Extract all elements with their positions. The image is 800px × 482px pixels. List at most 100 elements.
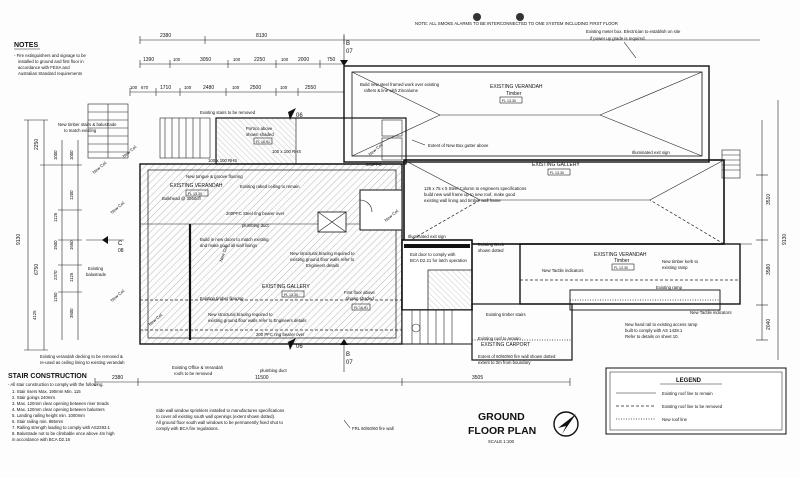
callout: existing wall lining and timber wall fra… <box>424 198 501 203</box>
dim-label: 2500 <box>250 85 261 91</box>
dim-label: 3050 <box>200 57 211 63</box>
svg-text:- All stair construction to co: - All stair construction to comply with … <box>8 382 104 387</box>
new-timber-stair <box>87 103 129 159</box>
dim-label: 2250 <box>254 57 265 63</box>
callout: Existing ramp <box>656 285 683 290</box>
dim-label: 2250 <box>34 139 40 150</box>
leader-line <box>623 41 637 59</box>
callout: comply with BCA fire regulations. <box>156 426 219 431</box>
callout: New hand rail to existing access ramp <box>625 322 698 327</box>
callout: New timber stairs & balustrade <box>58 122 117 127</box>
dim-label: 9130 <box>16 234 22 245</box>
notes-heading: NOTES <box>14 42 38 49</box>
callout: Illuminated exit sign <box>408 234 446 239</box>
callout: All ground floor south wall windows to b… <box>156 420 283 425</box>
stair-rule: 6. Stair railing min. 865mm <box>12 419 64 424</box>
callout: Exit door to comply with <box>410 252 456 257</box>
dim-label: 9130 <box>782 234 788 245</box>
callout: shown shaded <box>346 296 374 301</box>
callout: Extent of New Box gutter above <box>428 143 489 148</box>
callout: 200PFC <box>366 162 382 167</box>
legend-item: Existing roof line to be removed <box>662 404 723 409</box>
stair-rule: 5. Landing railing height min. 1000mm <box>12 413 85 418</box>
dim-label: 3505 <box>472 375 483 381</box>
dim-label: 1390 <box>143 57 154 63</box>
callout: roofs to be removed <box>174 371 213 376</box>
room-label-verandah-top: EXISTING VERANDAH Timber FL 13.30 <box>490 84 543 104</box>
dim-label: 1250 <box>53 292 58 302</box>
dim-label: 1000 <box>53 150 58 160</box>
callout: Existing <box>88 266 104 271</box>
stair-rule: in accordance with BCA D2.16 <box>12 437 71 442</box>
dim-label: 2370 <box>53 270 58 280</box>
callout: shown dotted <box>478 248 504 253</box>
dim-label: 100 <box>232 85 240 90</box>
callout: Portico above <box>246 126 273 131</box>
dim-label: 4125 <box>32 310 37 320</box>
legend: LEGEND Existing roof line to remain Exis… <box>605 367 787 435</box>
svg-text:B: B <box>346 352 350 358</box>
section-marker-six-top: 06 <box>288 108 303 120</box>
svg-text:EXISTING VERANDAH: EXISTING VERANDAH <box>594 252 647 258</box>
callout: build new wall frame up to new roof, mak… <box>424 192 516 197</box>
callout: plumbing duct <box>242 223 270 228</box>
carport <box>471 303 573 361</box>
notes-line: Australian Standard requirements <box>18 71 82 76</box>
dim-label: 2550 <box>305 85 316 91</box>
right-dimensions: 3510 3580 2040 9130 <box>756 100 788 360</box>
dim-label: 3580 <box>766 264 772 275</box>
title-line-1: GROUND <box>478 411 525 423</box>
callout: New timber kerb to <box>662 259 699 264</box>
dim-label: 3510 <box>766 194 772 205</box>
dim-label: 8130 <box>256 33 267 39</box>
callout: existing ground floor walls refer to <box>290 257 355 262</box>
legend-item: Existing roof line to remain <box>662 391 713 396</box>
room-label-carport: EXISTING CARPORT <box>481 342 530 348</box>
callout: extent to 3m from boundary <box>478 360 531 365</box>
svg-text:EXISTING VERANDAH: EXISTING VERANDAH <box>490 84 543 90</box>
dim-label: 100 <box>130 85 138 90</box>
stair-construction-heading: STAIR CONSTRUCTION <box>8 373 87 380</box>
callout: 200PFC Steel ring bearer over <box>226 211 285 216</box>
dim-label: 1125 <box>69 272 74 282</box>
room-label-gallery-right: EXISTING GALLERY FL 13.30 <box>532 162 580 176</box>
section-marker-b-bottom: B 07 <box>340 339 353 372</box>
callout: New structural bracing required to <box>208 312 273 317</box>
svg-text:Timber: Timber <box>506 91 522 97</box>
section-marker-c-left: C 08 <box>86 236 124 254</box>
smoke-alarm-note: NOTE: ALL SMOKE ALARMS TO BE INTERCONNEC… <box>415 21 618 26</box>
dim-label: 2380 <box>160 33 171 39</box>
dim-label: 11500 <box>255 375 269 381</box>
dim-label: 2480 <box>203 85 214 91</box>
existing-stairs-to-remove <box>159 117 211 159</box>
callout: New Tactile indicators <box>542 268 583 273</box>
svg-text:FL 13.30: FL 13.30 <box>614 266 628 270</box>
dim-label: 100 <box>280 85 288 90</box>
dim-label: 1500 <box>53 240 58 250</box>
callout: Illuminated exit sign <box>632 150 670 155</box>
stair-rule: 4. Max. 120mm clear opening between balu… <box>12 407 105 412</box>
callout: FL 16.91 <box>256 140 270 144</box>
stair-rule: 3. Max. 120mm clear opening between rise… <box>12 401 109 406</box>
svg-text:06: 06 <box>296 344 303 350</box>
callout: to match existing <box>64 128 97 133</box>
dim-label: 2000 <box>298 57 309 63</box>
callout: and make good all wall linings <box>200 243 257 248</box>
stair-rule: 2. Stair goings 240mm <box>12 395 55 400</box>
svg-text:C: C <box>118 241 123 247</box>
dim-label: 1000 <box>69 150 74 160</box>
main-floor-area <box>139 163 403 345</box>
drawing-scale: SCALE 1:100 <box>488 439 515 444</box>
callout: Existing stairs to be removed <box>200 110 256 115</box>
callout: Extent of 60/60/60 fire wall shown dotte… <box>478 354 556 359</box>
dim-label: 1710 <box>160 85 171 91</box>
legend-title: LEGEND <box>676 378 702 384</box>
callout: existing ramp <box>662 265 688 270</box>
notes-line: - Fire extinguishers and signage to be <box>14 53 87 58</box>
dim-label: 1200 <box>69 190 74 200</box>
svg-text:EXISTING GALLERY: EXISTING GALLERY <box>532 162 580 168</box>
callout: New Tactile indicators <box>690 310 731 315</box>
section-marker-b-top: B 07 <box>340 34 353 66</box>
svg-text:06: 06 <box>296 113 303 119</box>
